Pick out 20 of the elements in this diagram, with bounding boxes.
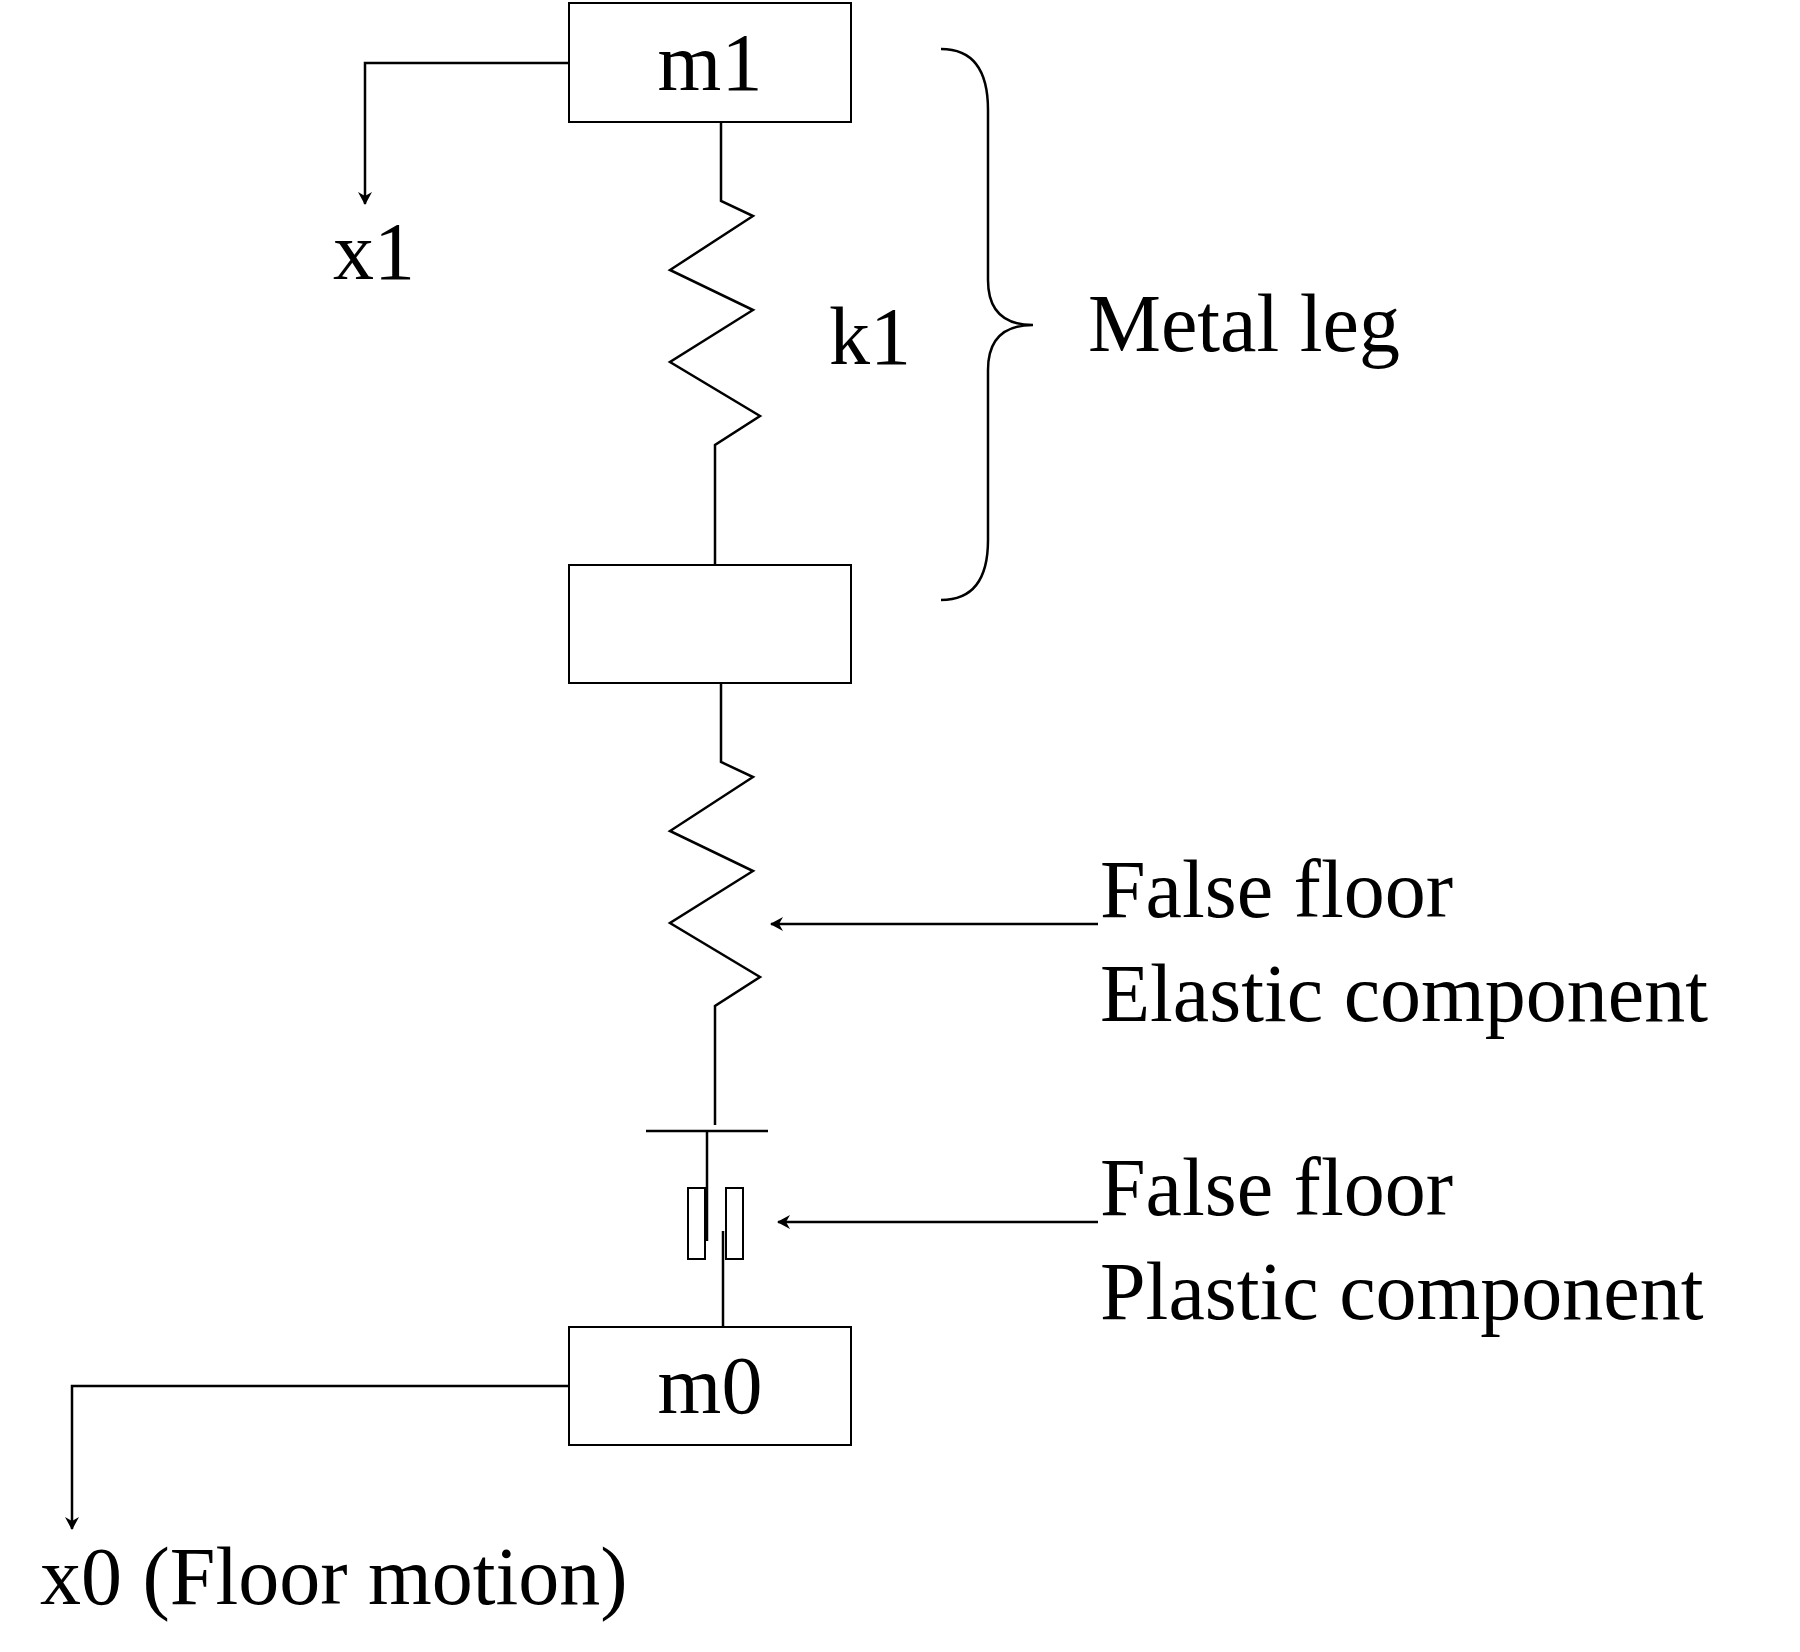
mass-label: m1 xyxy=(657,15,763,110)
spring-symbol xyxy=(667,684,763,1125)
mass-box xyxy=(568,2,852,123)
spring-label: k1 xyxy=(829,290,911,384)
mass-box xyxy=(568,1326,852,1446)
label-text: False floor xyxy=(1100,1141,1453,1235)
arrow xyxy=(770,917,1098,931)
label-text: x1 xyxy=(333,205,415,299)
mass-box xyxy=(568,564,852,684)
label-text: x0 (Floor motion) xyxy=(40,1530,628,1624)
spring-symbol xyxy=(667,123,763,564)
bracket-label: Metal leg xyxy=(1088,277,1400,371)
arrow xyxy=(777,1215,1098,1229)
arrow xyxy=(65,1384,568,1530)
arrow xyxy=(358,61,568,205)
damper-symbol xyxy=(646,1129,768,1326)
label-text: Plastic component xyxy=(1100,1245,1704,1339)
label-text: Elastic component xyxy=(1100,947,1708,1041)
mass-label: m0 xyxy=(657,1339,763,1433)
label-text: False floor xyxy=(1100,843,1453,937)
